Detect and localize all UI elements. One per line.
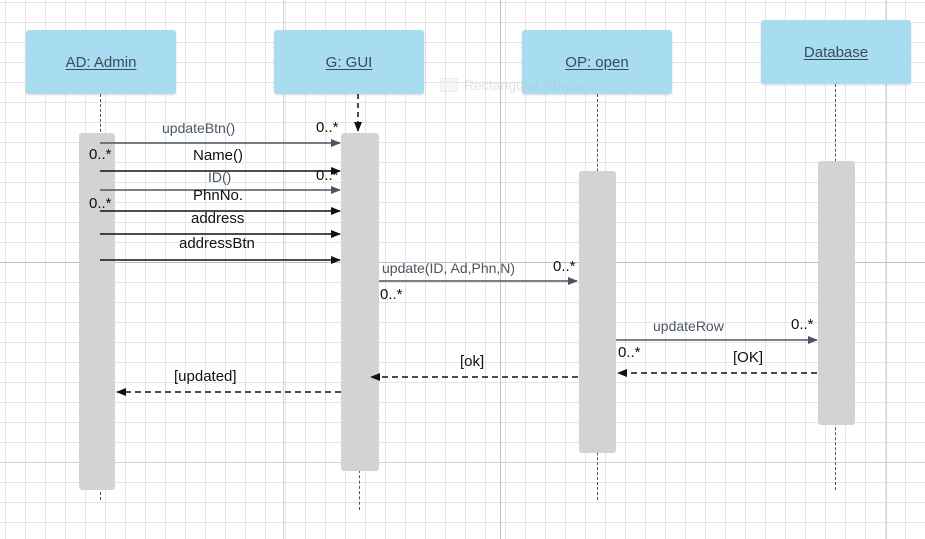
multiplicity-label: 0..*: [316, 119, 339, 136]
multiplicity-label: 0..*: [89, 146, 112, 163]
lifeline-gui: [359, 470, 360, 510]
participant-database-label: Database: [803, 43, 869, 61]
message-update-label: update(ID, Ad,Phn,N): [382, 260, 516, 276]
participant-open[interactable]: OP: open: [522, 30, 672, 94]
message-id-label: ID(): [208, 169, 232, 185]
participant-admin-label: AD: Admin: [65, 53, 137, 71]
multiplicity-label: 0..*: [89, 195, 112, 212]
message-name-label: Name(): [193, 147, 244, 164]
ghost-shape: Rectangular Shape: [440, 76, 590, 94]
message-address-label: address: [191, 210, 245, 227]
grid-line: [0, 462, 925, 463]
message-ok-upper-label: [OK]: [733, 349, 764, 366]
message-phn-no-label: PhnNo.: [193, 187, 244, 204]
multiplicity-label: 0..*: [791, 316, 814, 333]
activation-gui[interactable]: [341, 133, 379, 471]
grid-line: [283, 0, 284, 539]
activation-open[interactable]: [579, 171, 616, 453]
multiplicity-label: 0..*: [553, 258, 576, 275]
grid-line: [886, 0, 887, 539]
multiplicity-label: 0..*: [316, 167, 339, 184]
multiplicity-label: 0..*: [618, 344, 641, 361]
participant-gui-label: G: GUI: [325, 53, 373, 71]
participant-gui[interactable]: G: GUI: [274, 30, 424, 94]
message-address-btn-label: addressBtn: [179, 235, 255, 252]
message-update-row-label: updateRow: [653, 318, 724, 334]
multiplicity-label: 0..*: [380, 286, 403, 303]
activation-admin[interactable]: [79, 133, 115, 490]
participant-open-label: OP: open: [565, 53, 629, 71]
participant-database[interactable]: Database: [761, 20, 911, 84]
rectangle-icon: [440, 78, 458, 92]
message-update-btn-label: updateBtn(): [162, 120, 236, 136]
participant-admin[interactable]: AD: Admin: [26, 30, 176, 94]
activation-database[interactable]: [818, 161, 855, 425]
message-ok-lower-label: [ok]: [460, 353, 485, 370]
message-updated-label: [updated]: [174, 368, 237, 385]
ghost-shape-label: Rectangular Shape: [464, 77, 584, 93]
